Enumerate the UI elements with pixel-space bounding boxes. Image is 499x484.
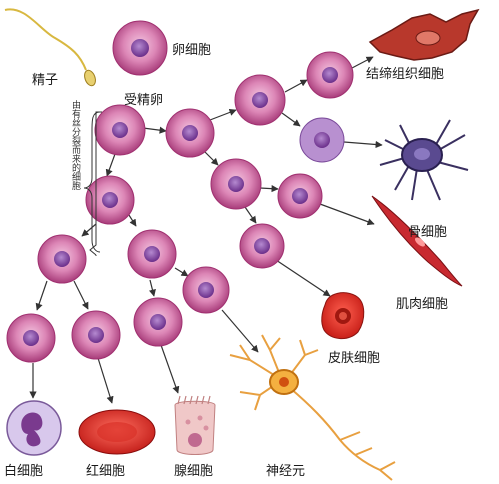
cell-b2 bbox=[127, 229, 177, 279]
skin-cell bbox=[321, 292, 365, 339]
label-zygote: 受精卵 bbox=[124, 93, 163, 108]
cell-c1 bbox=[234, 74, 286, 126]
arrow-d1-to-connective bbox=[351, 56, 374, 69]
arrow-gb-to-gland bbox=[160, 344, 180, 394]
arrow-c1-to-d2 bbox=[281, 112, 301, 127]
label-sperm: 精子 bbox=[32, 73, 58, 88]
arrow-c2-to-e1 bbox=[259, 185, 279, 193]
arrow-b3-to-white-branch bbox=[35, 280, 48, 311]
arrow-b1-to-c2 bbox=[204, 151, 219, 166]
sperm-cell bbox=[4, 8, 96, 87]
label-red: 红细胞 bbox=[86, 463, 125, 479]
arrow-zygote-to-down bbox=[105, 153, 116, 177]
cell-a2 bbox=[85, 175, 135, 225]
arrow-e1-to-muscle bbox=[319, 203, 375, 226]
cell-red-branch bbox=[71, 310, 121, 360]
cell-d2 bbox=[299, 117, 345, 163]
label-gland: 腺细胞 bbox=[174, 464, 213, 479]
cell-b1 bbox=[165, 108, 215, 158]
label-neuron: 神经元 bbox=[266, 464, 305, 479]
mitosis-label: 由有丝分裂而来的细胞 bbox=[70, 99, 81, 191]
label-egg: 卵细胞 bbox=[172, 43, 211, 58]
arrow-nb-to-neuron bbox=[221, 309, 259, 353]
arrow-b1-to-c1 bbox=[209, 108, 237, 121]
cell-b3 bbox=[37, 234, 87, 284]
cell-white-branch bbox=[6, 313, 56, 363]
white-blood-cell bbox=[6, 400, 62, 456]
cell-gland-branch bbox=[133, 297, 183, 347]
connective-tissue-cell bbox=[368, 8, 480, 61]
label-connective: 结缔组织细胞 bbox=[366, 66, 444, 82]
label-skin: 皮肤细胞 bbox=[328, 351, 380, 366]
label-bone: 骨细胞 bbox=[408, 225, 447, 240]
cell-d1 bbox=[306, 51, 354, 99]
red-blood-cell bbox=[78, 409, 156, 455]
egg-cell bbox=[112, 20, 168, 76]
arrow-rb-to-red bbox=[97, 357, 114, 404]
arrow-d2-to-bone bbox=[343, 140, 383, 149]
neuron-cell bbox=[229, 334, 396, 481]
arrow-c1-to-d1 bbox=[284, 79, 308, 93]
bone-cell bbox=[379, 119, 469, 201]
arrow-c2-to-e2 bbox=[244, 206, 257, 224]
dividing-cells bbox=[6, 51, 354, 363]
arrow-b2-to-neuron-branch bbox=[174, 267, 189, 277]
arrow-e2-to-skin bbox=[275, 259, 331, 297]
arrow-b2-to-gland-branch bbox=[148, 279, 156, 297]
muscle-cell bbox=[371, 195, 463, 287]
label-white: 白细胞 bbox=[4, 463, 43, 479]
arrows bbox=[29, 56, 383, 404]
cell-neuron-branch bbox=[182, 266, 230, 314]
label-muscle: 肌肉细胞 bbox=[396, 297, 448, 312]
cell-e1 bbox=[277, 173, 323, 219]
cell-e2 bbox=[239, 223, 285, 269]
zygote-cell bbox=[94, 104, 146, 156]
arrow-b3-to-red-branch bbox=[73, 280, 89, 310]
arrow-zygote-to-right bbox=[142, 126, 167, 134]
arrow-a2-to-b3 bbox=[81, 223, 97, 237]
cell-c2 bbox=[210, 158, 262, 210]
mitosis-bracket bbox=[83, 111, 102, 256]
gland-cell bbox=[174, 395, 216, 455]
